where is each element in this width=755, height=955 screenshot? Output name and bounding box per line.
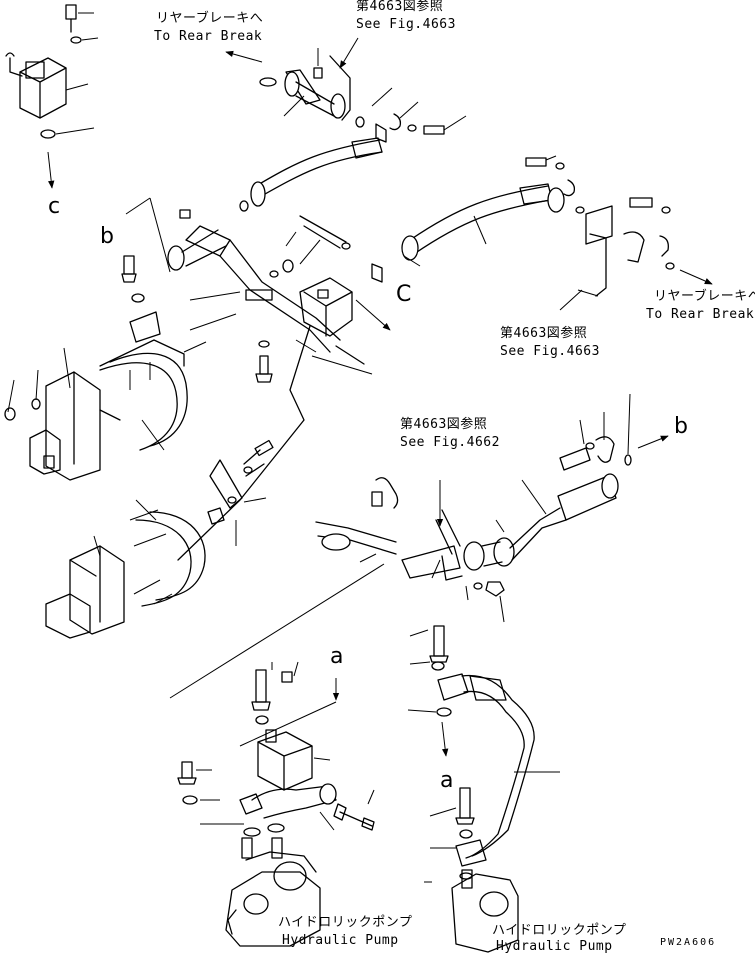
pump-left-label-jp: ハイドロリックポンプ — [278, 915, 413, 930]
fig-4662-ref-jp: 第4663図参照 — [400, 417, 488, 432]
clamp-band-icon — [4, 255, 207, 639]
connector-b-right: b — [674, 414, 688, 439]
center-tube-assembly — [167, 200, 391, 561]
valve-block-icon — [169, 563, 385, 837]
drawing-code: PW2A606 — [660, 937, 717, 948]
fig-4662-ref-en: See Fig.4662 — [400, 435, 500, 450]
rear-brake-ref-top-jp: リヤーブレーキへ — [156, 11, 264, 26]
leader-arrow-icon — [225, 50, 263, 63]
pump-right-label-en: Hydraulic Pump — [496, 939, 613, 954]
pump-right-label-jp: ハイドロリックポンプ — [492, 923, 627, 938]
fig-4663-ref-top-en: See Fig.4663 — [356, 17, 456, 32]
hose-icon — [407, 625, 560, 883]
connector-c-left: c — [48, 194, 61, 219]
connector-a-right: a — [440, 768, 454, 793]
fig-4663-ref-top-jp: 第4663図参照 — [356, 0, 444, 14]
solenoid-valve-assembly — [5, 4, 99, 189]
rear-brake-ref-right-jp: リヤーブレーキへ — [654, 289, 755, 304]
upper-tube-assembly — [250, 48, 467, 207]
connector-b-left: b — [100, 224, 114, 249]
connector-c-mid: C — [396, 282, 412, 307]
fig-4663-ref-right-en: See Fig.4663 — [500, 344, 600, 359]
connector-a-left: a — [330, 644, 344, 669]
fig-4663-ref-right-jp: 第4663図参照 — [500, 326, 588, 341]
rear-brake-ref-top-en: To Rear Break — [154, 29, 263, 44]
right-mid-assembly — [315, 393, 669, 623]
right-hose-assembly — [401, 155, 713, 311]
rear-brake-ref-right-en: To Rear Break — [646, 307, 755, 322]
pump-left-label-en: Hydraulic Pump — [282, 933, 399, 948]
mid-bracket — [207, 439, 274, 546]
pump-icon — [225, 837, 519, 953]
